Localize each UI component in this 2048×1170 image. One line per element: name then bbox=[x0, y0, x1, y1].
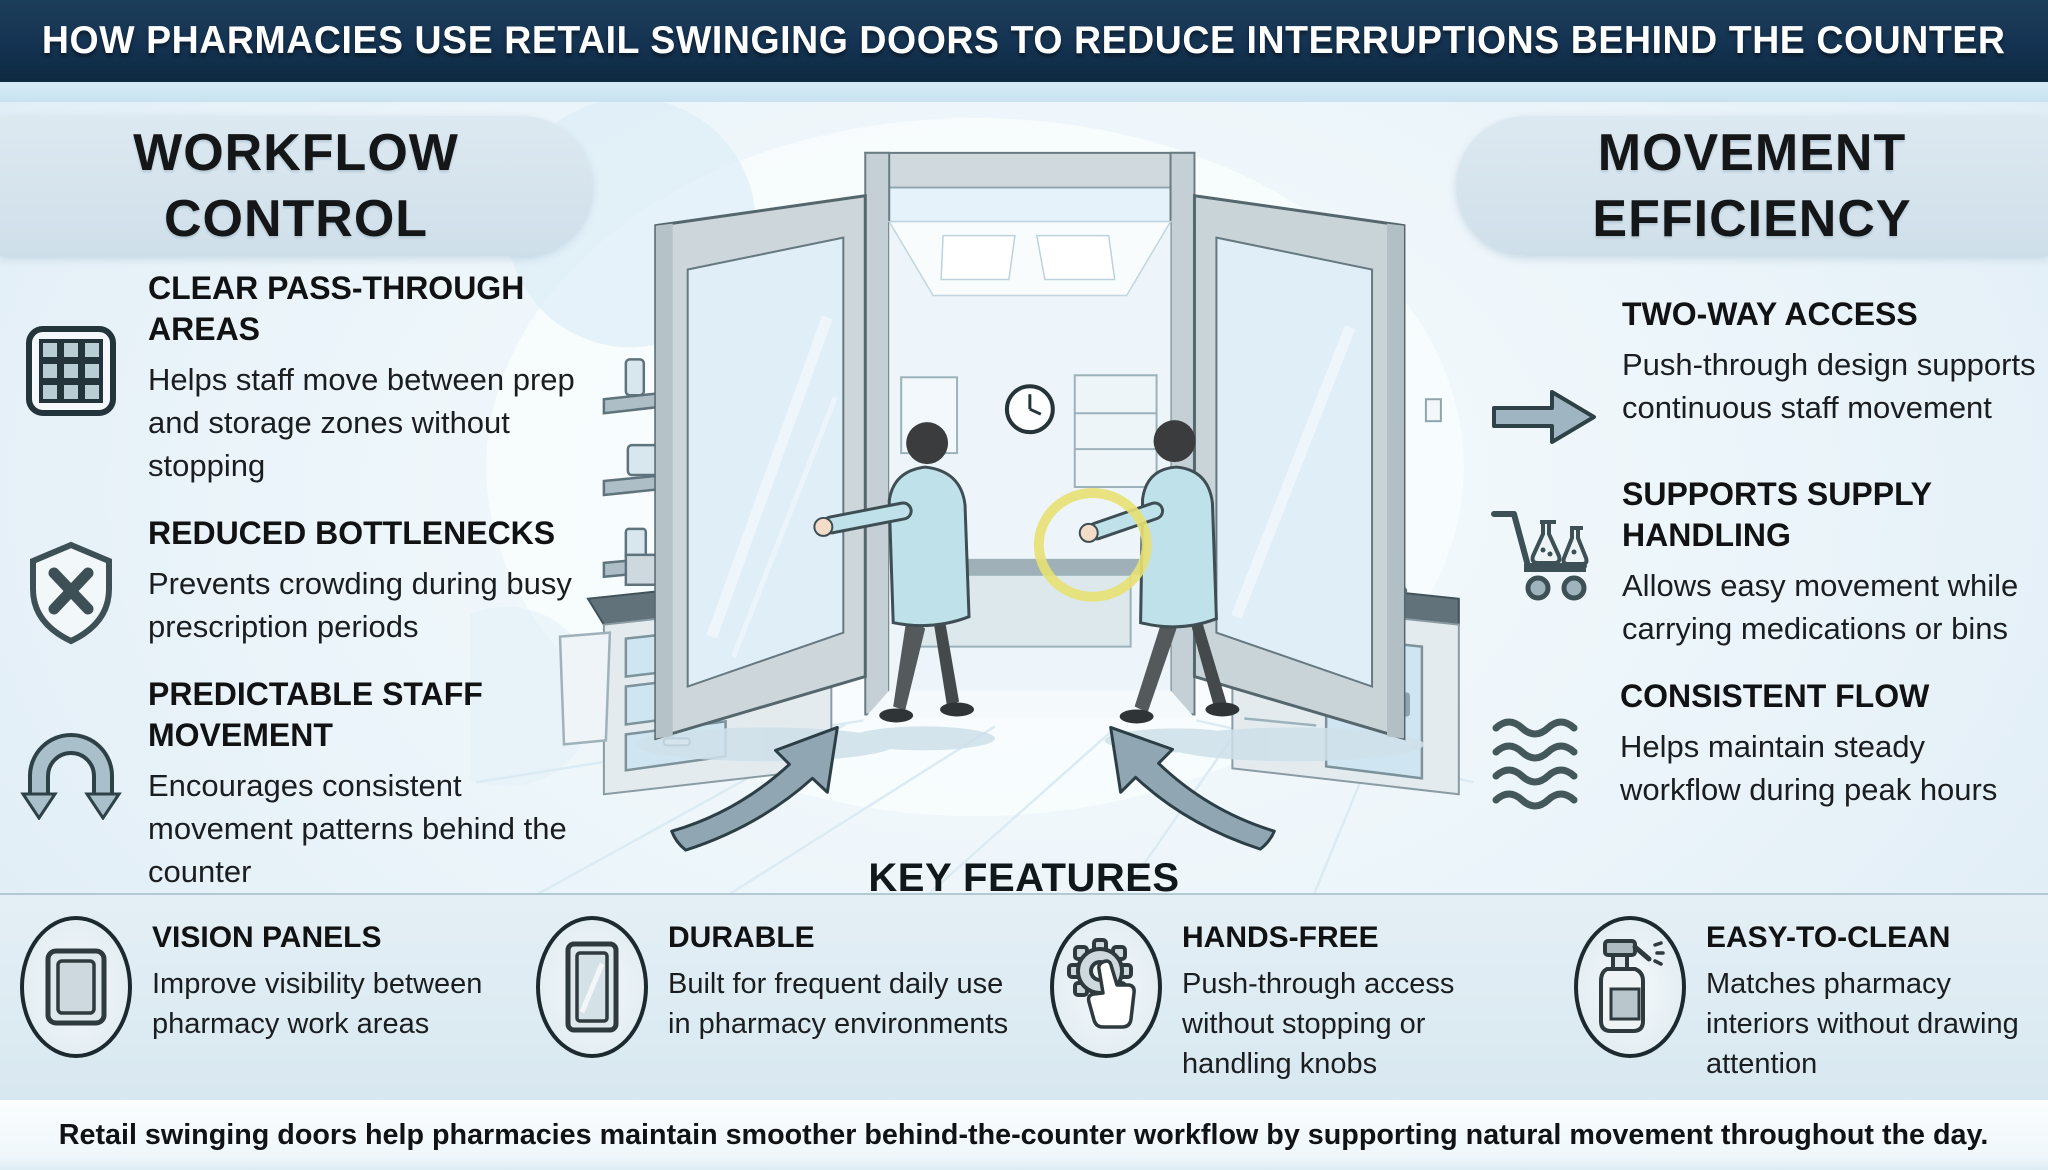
item-title: SUPPORTS SUPPLY HANDLING bbox=[1622, 476, 1932, 553]
item-title: CONSISTENT FLOW bbox=[1620, 678, 1930, 714]
arrow-right-icon bbox=[1488, 294, 1600, 448]
movement-heading-line1: MOVEMENT bbox=[1597, 124, 1907, 182]
feature-body: Improve visibility between pharmacy work… bbox=[152, 968, 483, 1040]
feature-body: Matches pharmacy interiors without drawi… bbox=[1706, 968, 2019, 1080]
list-item-consistent-flow: CONSISTENT FLOW Helps maintain steady wo… bbox=[1488, 676, 2048, 812]
item-body: Helps staff move between prep and storag… bbox=[148, 362, 575, 483]
u-turn-arrow-icon bbox=[16, 674, 126, 893]
list-item-predictable-movement: PREDICTABLE STAFF MOVEMENT Encourages co… bbox=[16, 674, 582, 893]
movement-efficiency-heading: MOVEMENT EFFICIENCY bbox=[1456, 116, 2048, 256]
list-item-clear-pass-through: CLEAR PASS-THROUGH AREAS Helps staff mov… bbox=[16, 268, 582, 487]
feature-body: Built for frequent daily use in pharmacy… bbox=[668, 968, 1009, 1040]
shield-x-icon bbox=[16, 513, 126, 648]
list-item-reduced-bottlenecks: REDUCED BOTTLENECKS Prevents crowding du… bbox=[16, 513, 582, 648]
feature-title: EASY-TO-CLEAN bbox=[1706, 921, 1951, 954]
item-body: Push-through design supports continuous … bbox=[1622, 347, 2036, 425]
movement-efficiency-items: TWO-WAY ACCESS Push-through design suppo… bbox=[1488, 294, 2048, 838]
key-features-heading: KEY FEATURES bbox=[868, 856, 1180, 900]
spray-bottle-icon bbox=[1574, 916, 1686, 1058]
title-underline-strip bbox=[0, 82, 2048, 102]
cart-flasks-icon bbox=[1488, 474, 1600, 650]
footer-text: Retail swinging doors help pharmacies ma… bbox=[59, 1118, 1989, 1151]
item-body: Encourages consistent movement patterns … bbox=[148, 768, 567, 889]
feature-title: VISION PANELS bbox=[152, 921, 382, 954]
feature-title: HANDS-FREE bbox=[1182, 921, 1379, 954]
page-title: HOW PHARMACIES USE RETAIL SWINGING DOORS… bbox=[42, 19, 2006, 62]
right-swing-door bbox=[1192, 193, 1406, 741]
hand-highlight-ring bbox=[1033, 488, 1152, 602]
key-features-band bbox=[0, 893, 2048, 1102]
workflow-heading-line1: WORKFLOW bbox=[133, 124, 459, 182]
movement-heading-line2: EFFICIENCY bbox=[1592, 190, 1912, 248]
item-body: Allows easy movement while carrying medi… bbox=[1622, 568, 2019, 646]
title-bar: HOW PHARMACIES USE RETAIL SWINGING DOORS… bbox=[0, 0, 2048, 82]
list-item-two-way-access: TWO-WAY ACCESS Push-through design suppo… bbox=[1488, 294, 2048, 448]
grid-icon bbox=[16, 268, 126, 487]
item-title: CLEAR PASS-THROUGH AREAS bbox=[148, 270, 525, 347]
item-body: Prevents crowding during busy prescripti… bbox=[148, 566, 572, 644]
left-swing-door bbox=[654, 193, 867, 741]
flow-arrows bbox=[670, 725, 1276, 852]
item-title: TWO-WAY ACCESS bbox=[1622, 296, 1918, 332]
feature-vision-panels: VISION PANELS Improve visibility between… bbox=[20, 916, 498, 1058]
footer-bar: Retail swinging doors help pharmacies ma… bbox=[0, 1100, 2048, 1170]
feature-hands-free: HANDS-FREE Push-through access without s… bbox=[1050, 916, 1528, 1084]
gear-hand-icon bbox=[1050, 916, 1162, 1058]
workflow-control-heading: WORKFLOW CONTROL bbox=[0, 116, 592, 256]
workflow-control-items: CLEAR PASS-THROUGH AREAS Helps staff mov… bbox=[16, 268, 582, 919]
feature-title: DURABLE bbox=[668, 921, 815, 954]
door-panel-icon bbox=[536, 916, 648, 1058]
item-title: REDUCED BOTTLENECKS bbox=[148, 515, 556, 551]
item-body: Helps maintain steady workflow during pe… bbox=[1620, 729, 1998, 807]
staff-left bbox=[813, 422, 975, 723]
vision-panel-icon bbox=[20, 916, 132, 1058]
list-item-supply-handling: SUPPORTS SUPPLY HANDLING Allows easy mov… bbox=[1488, 474, 2048, 650]
workflow-heading-line2: CONTROL bbox=[163, 190, 429, 248]
item-title: PREDICTABLE STAFF MOVEMENT bbox=[148, 676, 483, 753]
waves-icon bbox=[1488, 676, 1598, 812]
feature-easy-to-clean: EASY-TO-CLEAN Matches pharmacy interiors… bbox=[1574, 916, 2048, 1084]
staff-right bbox=[1078, 420, 1240, 724]
key-features-heading-row: KEY FEATURES bbox=[0, 856, 2048, 901]
pharmacy-illustration bbox=[416, 78, 1480, 908]
feature-body: Push-through access without stopping or … bbox=[1182, 968, 1455, 1080]
pharmacy-scene-svg bbox=[416, 97, 1475, 908]
feature-durable: DURABLE Built for frequent daily use in … bbox=[536, 916, 1014, 1058]
